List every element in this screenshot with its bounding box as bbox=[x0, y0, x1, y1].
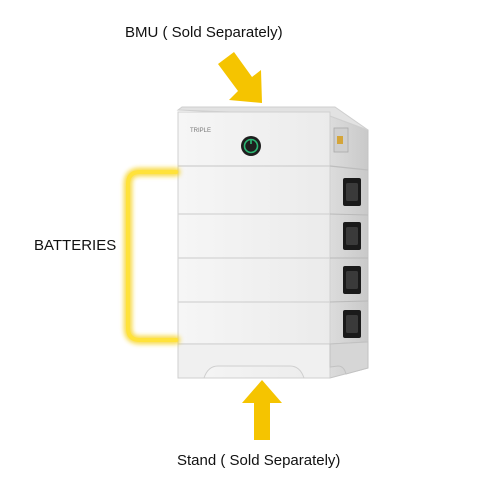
module-handle bbox=[343, 310, 361, 338]
batteries-label: BATTERIES bbox=[34, 237, 117, 254]
bmu-label: BMU ( Sold Separately) bbox=[125, 24, 283, 41]
stand-base bbox=[177, 341, 369, 379]
bracket-icon bbox=[123, 167, 181, 345]
bmu-module: TRIPLE bbox=[178, 127, 369, 171]
module-handle bbox=[343, 266, 361, 294]
brand-logo: TRIPLE bbox=[190, 128, 211, 134]
arrow-up-icon bbox=[242, 380, 282, 440]
module-handle bbox=[343, 178, 361, 206]
battery-cabinet: TRIPLE bbox=[176, 106, 369, 379]
bmu-connector bbox=[333, 127, 349, 153]
stand-label: Stand ( Sold Separately) bbox=[177, 452, 341, 469]
power-button-icon[interactable] bbox=[241, 136, 261, 156]
module-handle bbox=[343, 222, 361, 250]
cabinet-front bbox=[177, 111, 331, 379]
arrow-down-icon bbox=[218, 52, 262, 103]
